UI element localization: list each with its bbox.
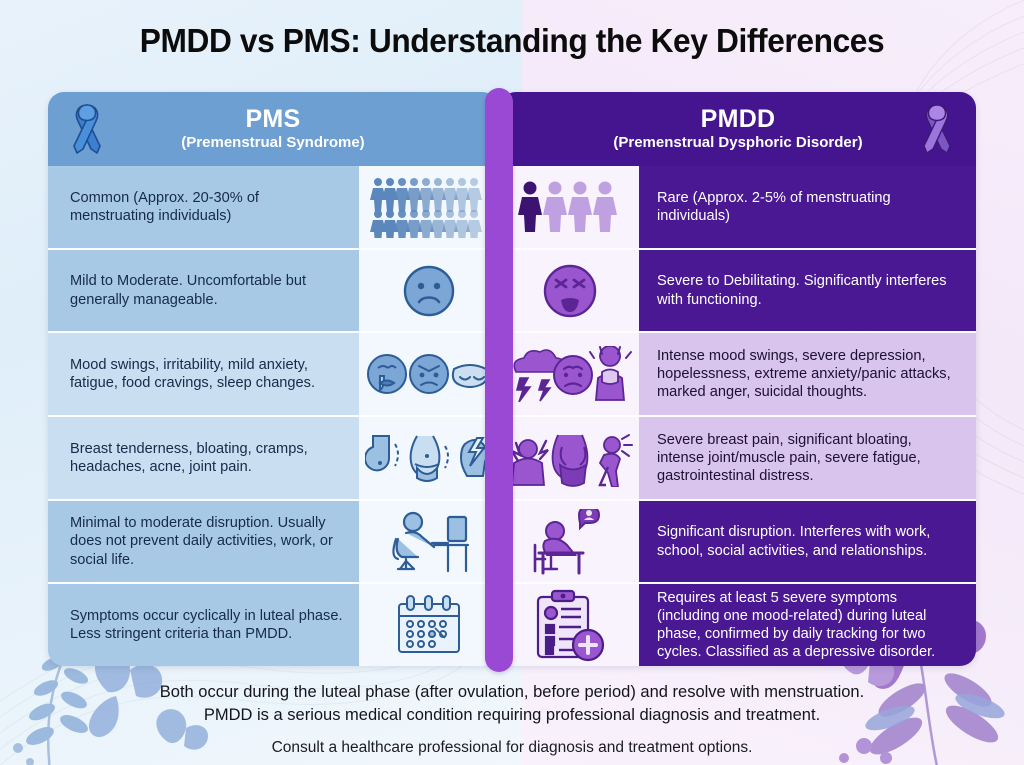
pmdd-row-text: Intense mood swings, severe depression, … (639, 333, 976, 416)
table-row: Rare (Approx. 2-5% of menstruating indiv… (500, 166, 976, 248)
table-row: Severe breast pain, significant bloating… (500, 417, 976, 499)
person-at-desk-icon (391, 511, 469, 572)
pmdd-subtitle: (Premenstrual Dysphoric Disorder) (613, 134, 863, 152)
row-separator (48, 498, 498, 501)
table-row: Severe to Debilitating. Significantly in… (500, 249, 976, 332)
pmdd-title: PMDD (700, 105, 776, 134)
table-row: Symptoms occur cyclically in luteal phas… (48, 584, 498, 666)
people-group-icon (369, 177, 482, 238)
pmdd-row-text: Requires at least 5 severe symptoms (inc… (639, 584, 976, 666)
pms-row-text: Breast tenderness, bloating, cramps, hea… (48, 417, 359, 499)
page-title: PMDD vs PMS: Understanding the Key Diffe… (139, 22, 885, 59)
anguished-face-icon (543, 264, 596, 317)
pms-row-icon-cell (359, 417, 498, 499)
row-separator (48, 582, 498, 585)
table-row: Mild to Moderate. Uncomfortable but gene… (48, 249, 498, 332)
pmdd-row-icon-cell (500, 166, 639, 248)
row-separator (500, 582, 976, 585)
pms-row-icon-cell (359, 584, 498, 666)
pmdd-row-icon-cell (500, 417, 639, 499)
footer-note: Consult a healthcare professional for di… (271, 739, 753, 756)
awareness-ribbon-icon (73, 104, 101, 154)
pms-row-icon-cell (359, 166, 498, 248)
pmdd-row-text: Significant disruption. Interferes with … (639, 500, 976, 583)
table-row: Intense mood swings, severe depression, … (500, 333, 976, 416)
table-row: Minimal to moderate disruption. Usually … (48, 500, 498, 583)
pms-row-text: Common (Approx. 20-30% of menstruating i… (48, 166, 359, 248)
pms-header-text: PMS (Premenstrual Syndrome) (110, 106, 436, 151)
pms-row-text: Symptoms occur cyclically in luteal phas… (48, 584, 359, 666)
pms-row-icon-cell (359, 500, 498, 583)
pmdd-row-icon-cell (500, 584, 639, 666)
person-slumped-at-desk-icon (533, 508, 600, 575)
pmdd-row-icon-cell (500, 333, 639, 416)
table-row: Common (Approx. 20-30% of menstruating i… (48, 166, 498, 248)
pmdd-header-text: PMDD (Premenstrual Dysphoric Disorder) (562, 106, 914, 151)
crying-angry-sleepmask-icon (366, 354, 488, 395)
footer-line-2: PMDD is a serious medical condition requ… (203, 706, 821, 725)
table-row: Breast tenderness, bloating, cramps, hea… (48, 417, 498, 499)
pms-rows: Common (Approx. 20-30% of menstruating i… (48, 166, 498, 666)
pms-row-icon-cell (359, 249, 498, 332)
pms-header: PMS (Premenstrual Syndrome) (48, 92, 498, 166)
row-separator (500, 331, 976, 334)
awareness-ribbon-icon (923, 104, 951, 154)
footer: Both occur during the luteal phase (afte… (0, 681, 1024, 757)
row-separator (48, 415, 498, 418)
pms-header-spacer (436, 101, 482, 157)
storm-cloud-sad-face-panic-icon (512, 346, 632, 403)
pmdd-row-text: Severe to Debilitating. Significantly in… (639, 249, 976, 332)
pms-card: PMS (Premenstrual Syndrome) Common (Appr… (48, 92, 498, 666)
pms-title: PMS (245, 105, 301, 134)
pmdd-row-text: Severe breast pain, significant bloating… (639, 417, 976, 499)
pmdd-rows: Rare (Approx. 2-5% of menstruating indiv… (500, 166, 976, 666)
pmdd-card: PMDD (Premenstrual Dysphoric Disorder) (500, 92, 976, 666)
row-separator (500, 247, 976, 250)
pms-row-text: Mood swings, irritability, mild anxiety,… (48, 333, 359, 416)
pmdd-row-text: Rare (Approx. 2-5% of menstruating indiv… (639, 166, 976, 248)
row-separator (500, 498, 976, 501)
medical-clipboard-icon (536, 590, 604, 662)
pmdd-header-spacer (516, 101, 562, 157)
breast-bloating-headache-icon (364, 434, 488, 482)
pmdd-header: PMDD (Premenstrual Dysphoric Disorder) (500, 92, 976, 166)
pms-row-text: Mild to Moderate. Uncomfortable but gene… (48, 249, 359, 332)
row-separator (48, 247, 498, 250)
slightly-frowning-face-icon (403, 265, 454, 316)
four-people-one-highlighted-icon (517, 181, 617, 232)
calendar-icon (397, 595, 460, 654)
pms-row-icon-cell (359, 333, 498, 416)
table-row: Requires at least 5 severe symptoms (inc… (500, 584, 976, 666)
row-separator (48, 331, 498, 334)
pms-row-text: Minimal to moderate disruption. Usually … (48, 500, 359, 583)
row-separator (500, 415, 976, 418)
center-divider-bar (485, 88, 513, 672)
pmdd-row-icon-cell (500, 500, 639, 583)
pmdd-row-icon-cell (500, 249, 639, 332)
headache-bloating-bodypain-icon (508, 433, 633, 487)
table-row: Significant disruption. Interferes with … (500, 500, 976, 583)
footer-line-1: Both occur during the luteal phase (afte… (159, 683, 865, 702)
table-row: Mood swings, irritability, mild anxiety,… (48, 333, 498, 416)
pms-subtitle: (Premenstrual Syndrome) (181, 134, 365, 152)
